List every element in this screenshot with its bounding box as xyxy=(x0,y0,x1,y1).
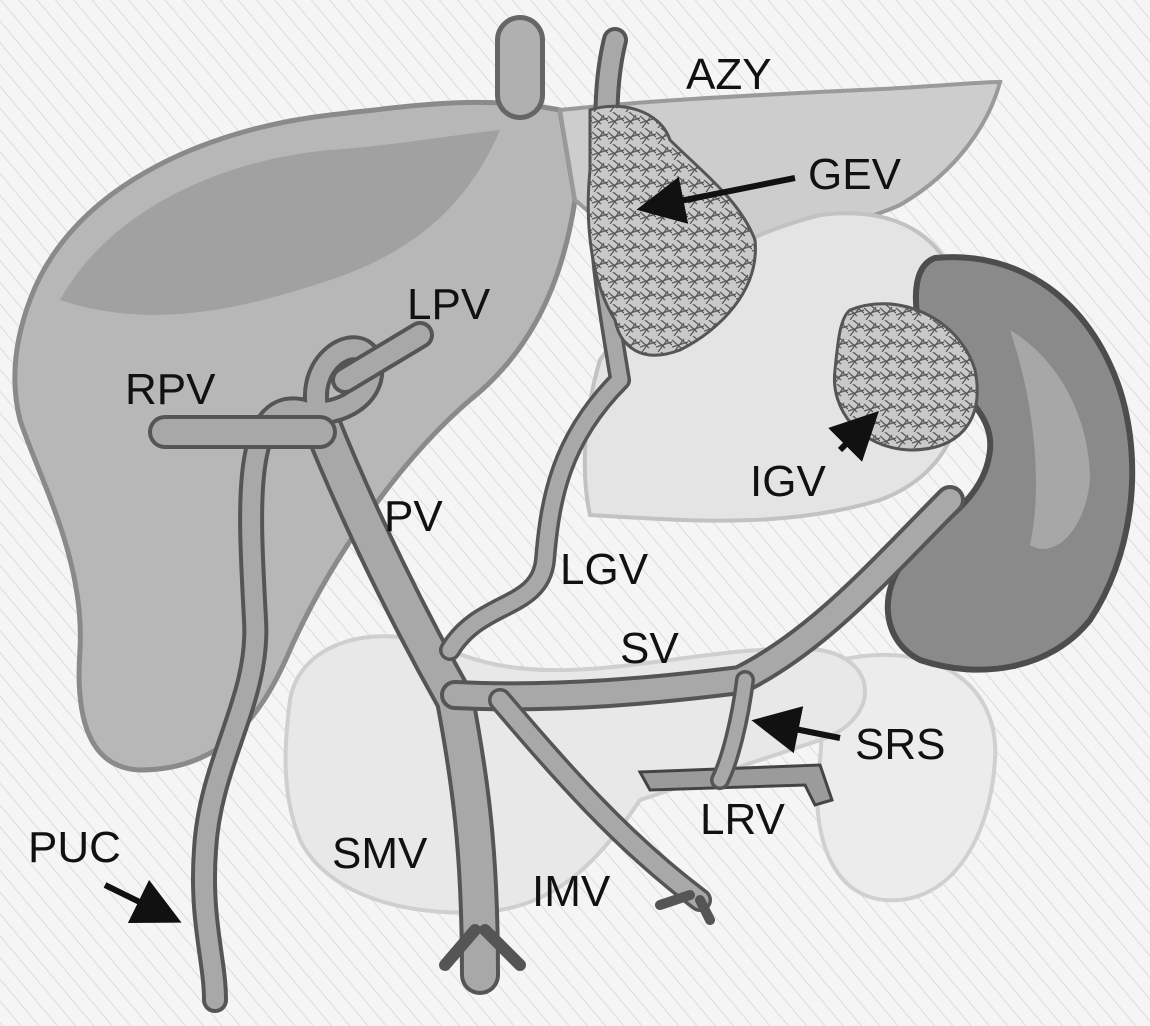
label-pv: PV xyxy=(384,495,443,539)
label-gev: GEV xyxy=(808,153,901,197)
label-rpv: RPV xyxy=(125,368,215,412)
label-sv: SV xyxy=(620,627,679,671)
label-lgv: LGV xyxy=(560,548,648,592)
label-smv: SMV xyxy=(332,832,427,876)
label-azy: AZY xyxy=(686,53,772,97)
label-imv: IMV xyxy=(532,870,610,914)
label-lpv: LPV xyxy=(407,283,490,327)
label-lrv: LRV xyxy=(700,798,785,842)
label-igv: IGV xyxy=(750,460,826,504)
label-puc: PUC xyxy=(28,826,121,870)
label-srs: SRS xyxy=(855,723,945,767)
